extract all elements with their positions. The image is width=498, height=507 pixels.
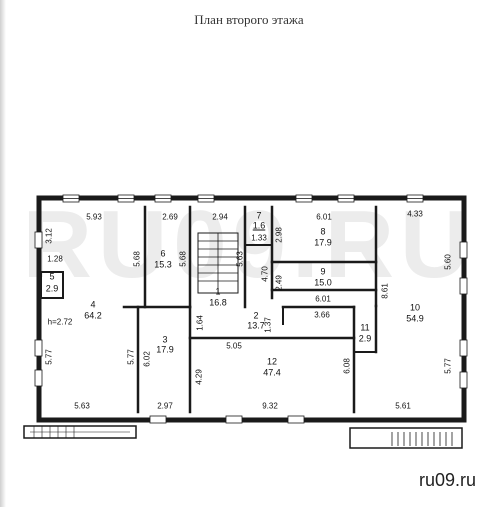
dim-top-stair: 2.94 bbox=[212, 212, 228, 222]
room-4-number: 4 bbox=[90, 299, 96, 310]
dim-bottom-room3: 2.97 bbox=[157, 401, 173, 411]
dim-bottom-room10: 5.61 bbox=[395, 401, 411, 411]
room-6-area: 15.3 bbox=[154, 259, 172, 270]
dim-corridor-vertical: 4.70 bbox=[260, 266, 270, 282]
dim-room4-right: 5.68 bbox=[132, 251, 142, 267]
staircase bbox=[197, 232, 239, 294]
room-5-number: 5 bbox=[49, 271, 55, 282]
dim-room8-left: 2.98 bbox=[274, 227, 284, 243]
dim-top-room4: 5.93 bbox=[86, 212, 102, 222]
room-9-number: 9 bbox=[320, 266, 326, 277]
room-12-number: 12 bbox=[266, 356, 278, 367]
dim-room10-right-low: 5.77 bbox=[443, 358, 453, 374]
dim-corridor-a: 1.64 bbox=[195, 315, 205, 331]
dim-left-upper: 3.12 bbox=[44, 228, 54, 244]
dim-room9-left: 2.49 bbox=[274, 275, 284, 291]
plan-title: План второго этажа bbox=[194, 12, 304, 27]
dim-room4-right-low: 5.77 bbox=[126, 349, 136, 365]
room-11-area: 2.9 bbox=[358, 333, 372, 344]
room-4-area: 64.2 bbox=[84, 310, 102, 321]
dim-room3-left: 6.02 bbox=[142, 351, 152, 367]
dim-stair-right: 5.63 bbox=[235, 251, 245, 267]
room-8-area: 17.9 bbox=[314, 237, 332, 248]
dim-room9-bottom: 6.01 bbox=[315, 294, 331, 304]
dim-room6-right: 5.68 bbox=[178, 251, 188, 267]
dim-bottom-room12: 9.32 bbox=[262, 401, 278, 411]
dim-top-room8: 6.01 bbox=[316, 212, 332, 222]
dim-room10-right: 5.60 bbox=[443, 254, 453, 270]
room-5-wall bbox=[40, 271, 64, 299]
room-2-area: 13.7 bbox=[247, 320, 265, 331]
room-5-area: 2.9 bbox=[45, 283, 59, 294]
brand-watermark: ru09.ru bbox=[418, 470, 476, 490]
room-7-area: 1.6 bbox=[252, 220, 266, 231]
balcony-right bbox=[349, 427, 463, 449]
balcony-right-rails bbox=[391, 432, 453, 446]
windows-top bbox=[62, 194, 424, 203]
room-3-area: 17.9 bbox=[156, 344, 174, 355]
balcony-left-rails bbox=[33, 426, 75, 438]
dim-top-room6: 2.69 bbox=[162, 212, 178, 222]
room-6-number: 6 bbox=[160, 248, 166, 259]
room-2-number: 2 bbox=[253, 310, 259, 321]
room-12-area: 47.4 bbox=[263, 367, 281, 378]
room-8-number: 8 bbox=[320, 226, 326, 237]
dim-room5-width: 1.28 bbox=[47, 254, 63, 264]
dim-corridor-c: 3.66 bbox=[314, 310, 330, 320]
dim-top-room10: 4.33 bbox=[407, 209, 423, 219]
dim-corridor-b: 1.37 bbox=[263, 317, 273, 333]
dim-room4-left: 5.77 bbox=[44, 349, 54, 365]
dim-room10-left: 8.61 bbox=[380, 283, 390, 299]
outer-wall bbox=[36, 195, 467, 423]
room-10-number: 10 bbox=[409, 302, 421, 313]
room-10-area: 54.9 bbox=[406, 313, 424, 324]
windows-side bbox=[34, 231, 468, 389]
dim-bottom-room4: 5.63 bbox=[74, 401, 90, 411]
room-11-number: 11 bbox=[360, 322, 370, 333]
dim-room12-right: 6.08 bbox=[342, 358, 352, 374]
room-1-area: 16.8 bbox=[209, 297, 227, 308]
room-1-number: 1 bbox=[215, 286, 221, 297]
room-9-area: 15.0 bbox=[314, 277, 332, 288]
windows-bottom bbox=[149, 415, 305, 424]
balcony-left bbox=[23, 425, 137, 439]
dim-room12-left: 4.29 bbox=[194, 369, 204, 385]
scan-edge-shadow bbox=[0, 0, 6, 507]
room-3-number: 3 bbox=[162, 334, 168, 345]
dim-room12-top: 5.05 bbox=[226, 341, 242, 351]
ceiling-height: h=2.72 bbox=[47, 317, 73, 327]
room-7-area-secondary: 1.33 bbox=[251, 233, 267, 243]
room-7-number: 7 bbox=[256, 210, 262, 221]
